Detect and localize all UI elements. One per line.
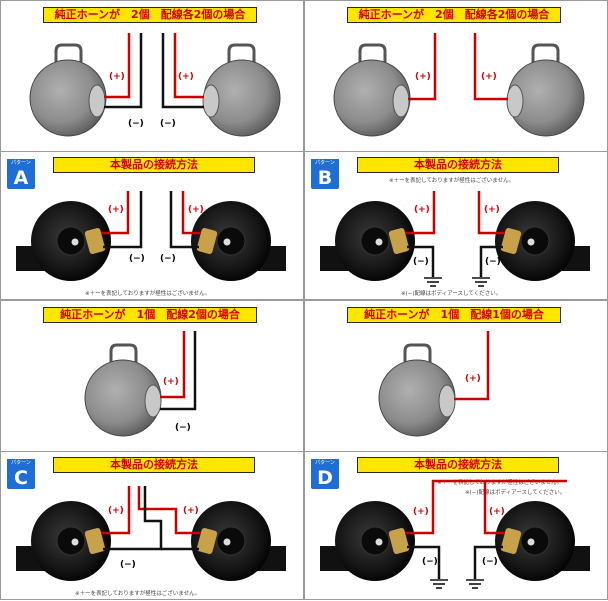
- stock-horn-left: [333, 43, 411, 137]
- top-banner: 純正ホーンが 1個 配線2個の場合: [43, 307, 257, 323]
- pattern-badge: パターン A: [7, 159, 35, 189]
- panel-c: 純正ホーンが 1個 配線2個の場合 (+) (−) パターン C 本製品の接続方…: [0, 300, 304, 600]
- section-divider: [1, 451, 303, 452]
- wires-bottom: [405, 479, 567, 579]
- label-positive-right: (+): [484, 205, 500, 215]
- label-positive-left: (+): [108, 205, 124, 215]
- pattern-badge: パターン C: [7, 459, 35, 489]
- note-top: ※＋ーを表記しておりますが極性はございません。: [437, 480, 563, 486]
- label-negative-right: (−): [160, 119, 176, 129]
- product-horn-diagram: [16, 191, 286, 281]
- label-positive-left: (+): [109, 72, 125, 82]
- label-negative-left: (−): [128, 119, 144, 129]
- label-positive-right: (+): [188, 205, 204, 215]
- label-negative-left: (−): [413, 257, 429, 267]
- stock-horn-diagram: [378, 331, 490, 437]
- label-positive-left: (+): [108, 506, 124, 516]
- label-positive-right: (+): [183, 506, 199, 516]
- product-horn-diagram: [16, 486, 286, 581]
- note-bottom: ※＋ーを表記しておりますが極性はございません。: [75, 591, 201, 597]
- stock-horn-right: [202, 43, 281, 137]
- label-negative: (−): [175, 423, 191, 433]
- panel-d: 純正ホーンが 1個 配線1個の場合 (+) パターン D 本製品の接続方法 ※＋…: [304, 300, 608, 600]
- label-negative-right: (−): [485, 257, 501, 267]
- product-horn-right: [495, 501, 590, 581]
- label-positive-right: (+): [178, 72, 194, 82]
- stock-horn-left: [29, 43, 107, 137]
- method-banner: 本製品の接続方法: [357, 457, 559, 473]
- product-horn-right: [495, 201, 590, 281]
- label-positive: (+): [465, 374, 481, 384]
- note-top: ※＋ーを表記しておりますが極性はございません。: [389, 178, 515, 184]
- wires-bottom: [101, 191, 201, 249]
- wires-bottom: [101, 486, 201, 551]
- section-divider: [1, 151, 303, 152]
- method-banner: 本製品の接続方法: [53, 157, 255, 173]
- pattern-tag: パターン: [311, 459, 339, 468]
- stock-horn-diagram: [84, 331, 197, 437]
- product-horn-right: [191, 501, 286, 581]
- product-horn-left: [320, 201, 415, 281]
- label-negative: (−): [120, 560, 136, 570]
- product-horn-left: [16, 201, 111, 281]
- top-banner: 純正ホーンが 2個 配線各2個の場合: [347, 7, 561, 23]
- top-banner: 純正ホーンが 1個 配線1個の場合: [347, 307, 561, 323]
- note-bottom: ※(−)配線はボディアースしてください。: [401, 291, 502, 297]
- section-divider: [305, 151, 607, 152]
- label-negative-right: (−): [160, 254, 176, 264]
- panel-b: 純正ホーンが 2個 配線各2個の場合 (+) (+) パターン B 本製品の接続…: [304, 0, 608, 300]
- label-negative-left: (−): [129, 254, 145, 264]
- label-positive-left: (+): [413, 507, 429, 517]
- product-horn-diagram: [320, 191, 590, 287]
- pattern-letter: C: [14, 467, 28, 489]
- note-bottom: ※＋ーを表記しておりますが極性はございません。: [85, 291, 211, 297]
- pattern-badge: パターン B: [311, 159, 339, 189]
- ground-symbol-left: [424, 277, 442, 287]
- product-horn-left: [320, 501, 415, 581]
- wires-top: [408, 33, 508, 101]
- section-divider: [305, 451, 607, 452]
- stock-horn-diagram: [29, 33, 281, 137]
- label-negative-left: (−): [422, 557, 438, 567]
- label-positive-right: (+): [489, 507, 505, 517]
- product-horn-diagram: [320, 479, 590, 589]
- top-banner: 純正ホーンが 2個 配線各2個の場合: [43, 7, 257, 23]
- wires-top: [454, 331, 490, 401]
- pattern-badge: パターン D: [311, 459, 339, 489]
- note-bottom: ※(−)配線はボディアースしてください。: [465, 490, 566, 496]
- label-positive-right: (+): [481, 72, 497, 82]
- label-positive-left: (+): [415, 72, 431, 82]
- stock-horn: [378, 343, 456, 437]
- wires-top: [104, 33, 204, 109]
- label-negative-right: (−): [482, 557, 498, 567]
- pattern-letter: D: [317, 467, 333, 489]
- wires-bottom: [405, 191, 505, 277]
- product-horn-left: [16, 501, 111, 581]
- pattern-tag: パターン: [311, 159, 339, 168]
- stock-horn-diagram: [333, 33, 585, 137]
- ground-symbol-right: [472, 277, 490, 287]
- pattern-letter: B: [317, 167, 333, 189]
- pattern-tag: パターン: [7, 159, 35, 168]
- wires-top: [160, 331, 197, 411]
- ground-symbol-right: [466, 579, 484, 589]
- label-positive: (+): [163, 377, 179, 387]
- pattern-tag: パターン: [7, 459, 35, 468]
- product-horn-right: [191, 201, 286, 281]
- pattern-letter: A: [13, 167, 29, 189]
- stock-horn: [84, 343, 162, 437]
- method-banner: 本製品の接続方法: [53, 457, 255, 473]
- label-positive-left: (+): [414, 205, 430, 215]
- method-banner: 本製品の接続方法: [357, 157, 559, 173]
- ground-symbol-left: [430, 579, 448, 589]
- panel-a: 純正ホーンが 2個 配線各2個の場合 (+) (+) (−) (−) パターン …: [0, 0, 304, 300]
